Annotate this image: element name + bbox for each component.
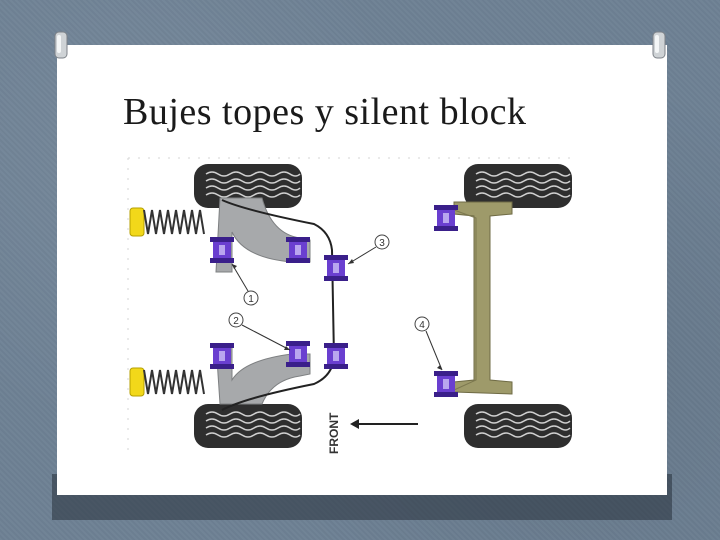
svg-text:1: 1 [248,294,254,305]
spring-bottom [129,367,205,397]
bushing-4-top [434,205,458,231]
bushing-1 [210,237,234,263]
bushing-arb-bottom [324,343,348,369]
svg-text:4: 4 [419,320,425,331]
svg-text:FRONT: FRONT [327,412,341,454]
bushing-3 [324,255,348,281]
rear-beam-arms [453,209,477,391]
callout-2: 2 [228,312,291,351]
pin-right-icon [652,31,666,59]
bushing-arm-top [286,237,310,263]
callout-3: 3 [347,234,390,265]
svg-text:2: 2 [233,316,239,327]
callout-4: 4 [414,316,443,371]
spring-top [129,207,205,237]
tire-rear-top [463,163,573,209]
svg-text:3: 3 [379,238,385,249]
anti-roll-bar [221,199,336,411]
bushing-2 [210,343,234,369]
rear-beam [453,201,513,395]
bushing-4 [434,371,458,397]
bushing-arm-bottom [286,341,310,367]
tire-rear-bottom [463,403,573,449]
front-direction-indicator: FRONT [327,412,418,454]
pin-left-icon [54,31,68,59]
page-title: Bujes topes y silent block [123,91,527,133]
suspension-diagram: 1 2 3 4 FRONT [124,154,580,460]
callout-1: 1 [231,263,259,306]
tire-front-bottom [193,403,303,449]
